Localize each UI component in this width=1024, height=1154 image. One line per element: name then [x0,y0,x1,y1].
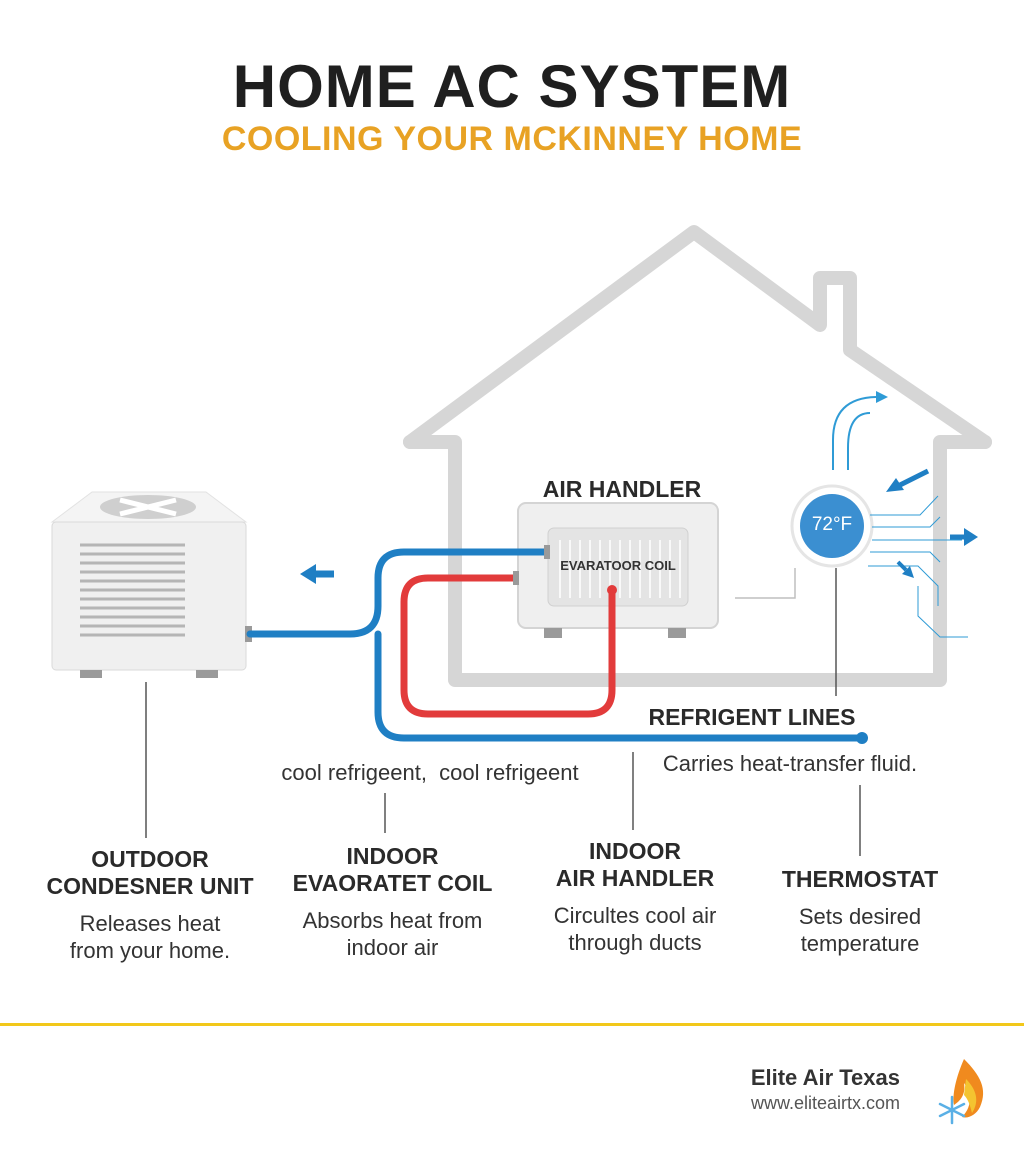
cool-refrigerant-label: cool refrigeent, cool refrigeent [281,760,579,785]
component-desc: from your home. [69,938,231,963]
brand-block: Elite Air Texas www.eliteairtx.com [751,1065,900,1114]
page-subtitle: COOLING YOUR MCKINNEY HOME [221,120,803,158]
component-desc: indoor air [346,935,439,960]
cold-refrigerant-line [246,545,868,744]
component-title: OUTDOOR [91,846,209,872]
house-outline [403,225,992,687]
component-desc: through ducts [568,930,702,955]
brand-url: www.eliteairtx.com [750,1093,900,1113]
component-title: THERMOSTAT [781,866,939,892]
thermostat-device [790,484,874,568]
page-title: HOME AC SYSTEM [232,53,792,120]
component-desc: Releases heat [79,911,221,936]
air-handler-unit [517,502,719,638]
component-desc: Circultes cool air [553,903,717,928]
coil-inside-label: EVARATOOR COIL [560,558,676,573]
condenser-grille [80,543,185,637]
refrigerant-lines-label: REFRIGENT LINES [648,704,856,730]
component-title: INDOOR [346,843,439,869]
component-thermostat: THERMOSTAT Sets desired temperature [760,866,960,957]
hot-refrigerant-line [400,571,617,718]
arrow-right-icon [964,528,978,546]
arrow-in-icon [886,478,904,492]
heat-out-arrow-icon [300,564,334,584]
component-title: AIR HANDLER [555,865,715,891]
component-desc: Absorbs heat from [302,908,483,933]
component-title: INDOOR [589,838,681,864]
airflow-arrows [832,391,978,638]
component-indoor-coil: INDOOR EVAORATET COIL Absorbs heat from … [270,843,515,961]
component-desc: temperature [800,931,920,956]
arrow-up-right-icon [876,391,888,403]
component-title: EVAORATET COIL [292,870,493,896]
leader-lines [145,568,861,856]
refrigerant-lines-desc: Carries heat-transfer fluid. [662,751,918,776]
thermostat-display: 72°F [811,514,853,535]
component-title: CONDESNER UNIT [46,873,254,899]
footer-divider [0,1023,1024,1026]
air-handler-label: AIR HANDLER [542,476,702,502]
component-outdoor-condenser: OUTDOOR CONDESNER UNIT Releases heat fro… [30,846,270,964]
component-desc: Sets desired [798,904,922,929]
flame-snowflake-icon [938,1059,984,1125]
component-air-handler: INDOOR AIR HANDLER Circultes cool air th… [520,838,750,956]
condenser-unit [50,491,252,678]
brand-name: Elite Air Texas [750,1065,900,1090]
